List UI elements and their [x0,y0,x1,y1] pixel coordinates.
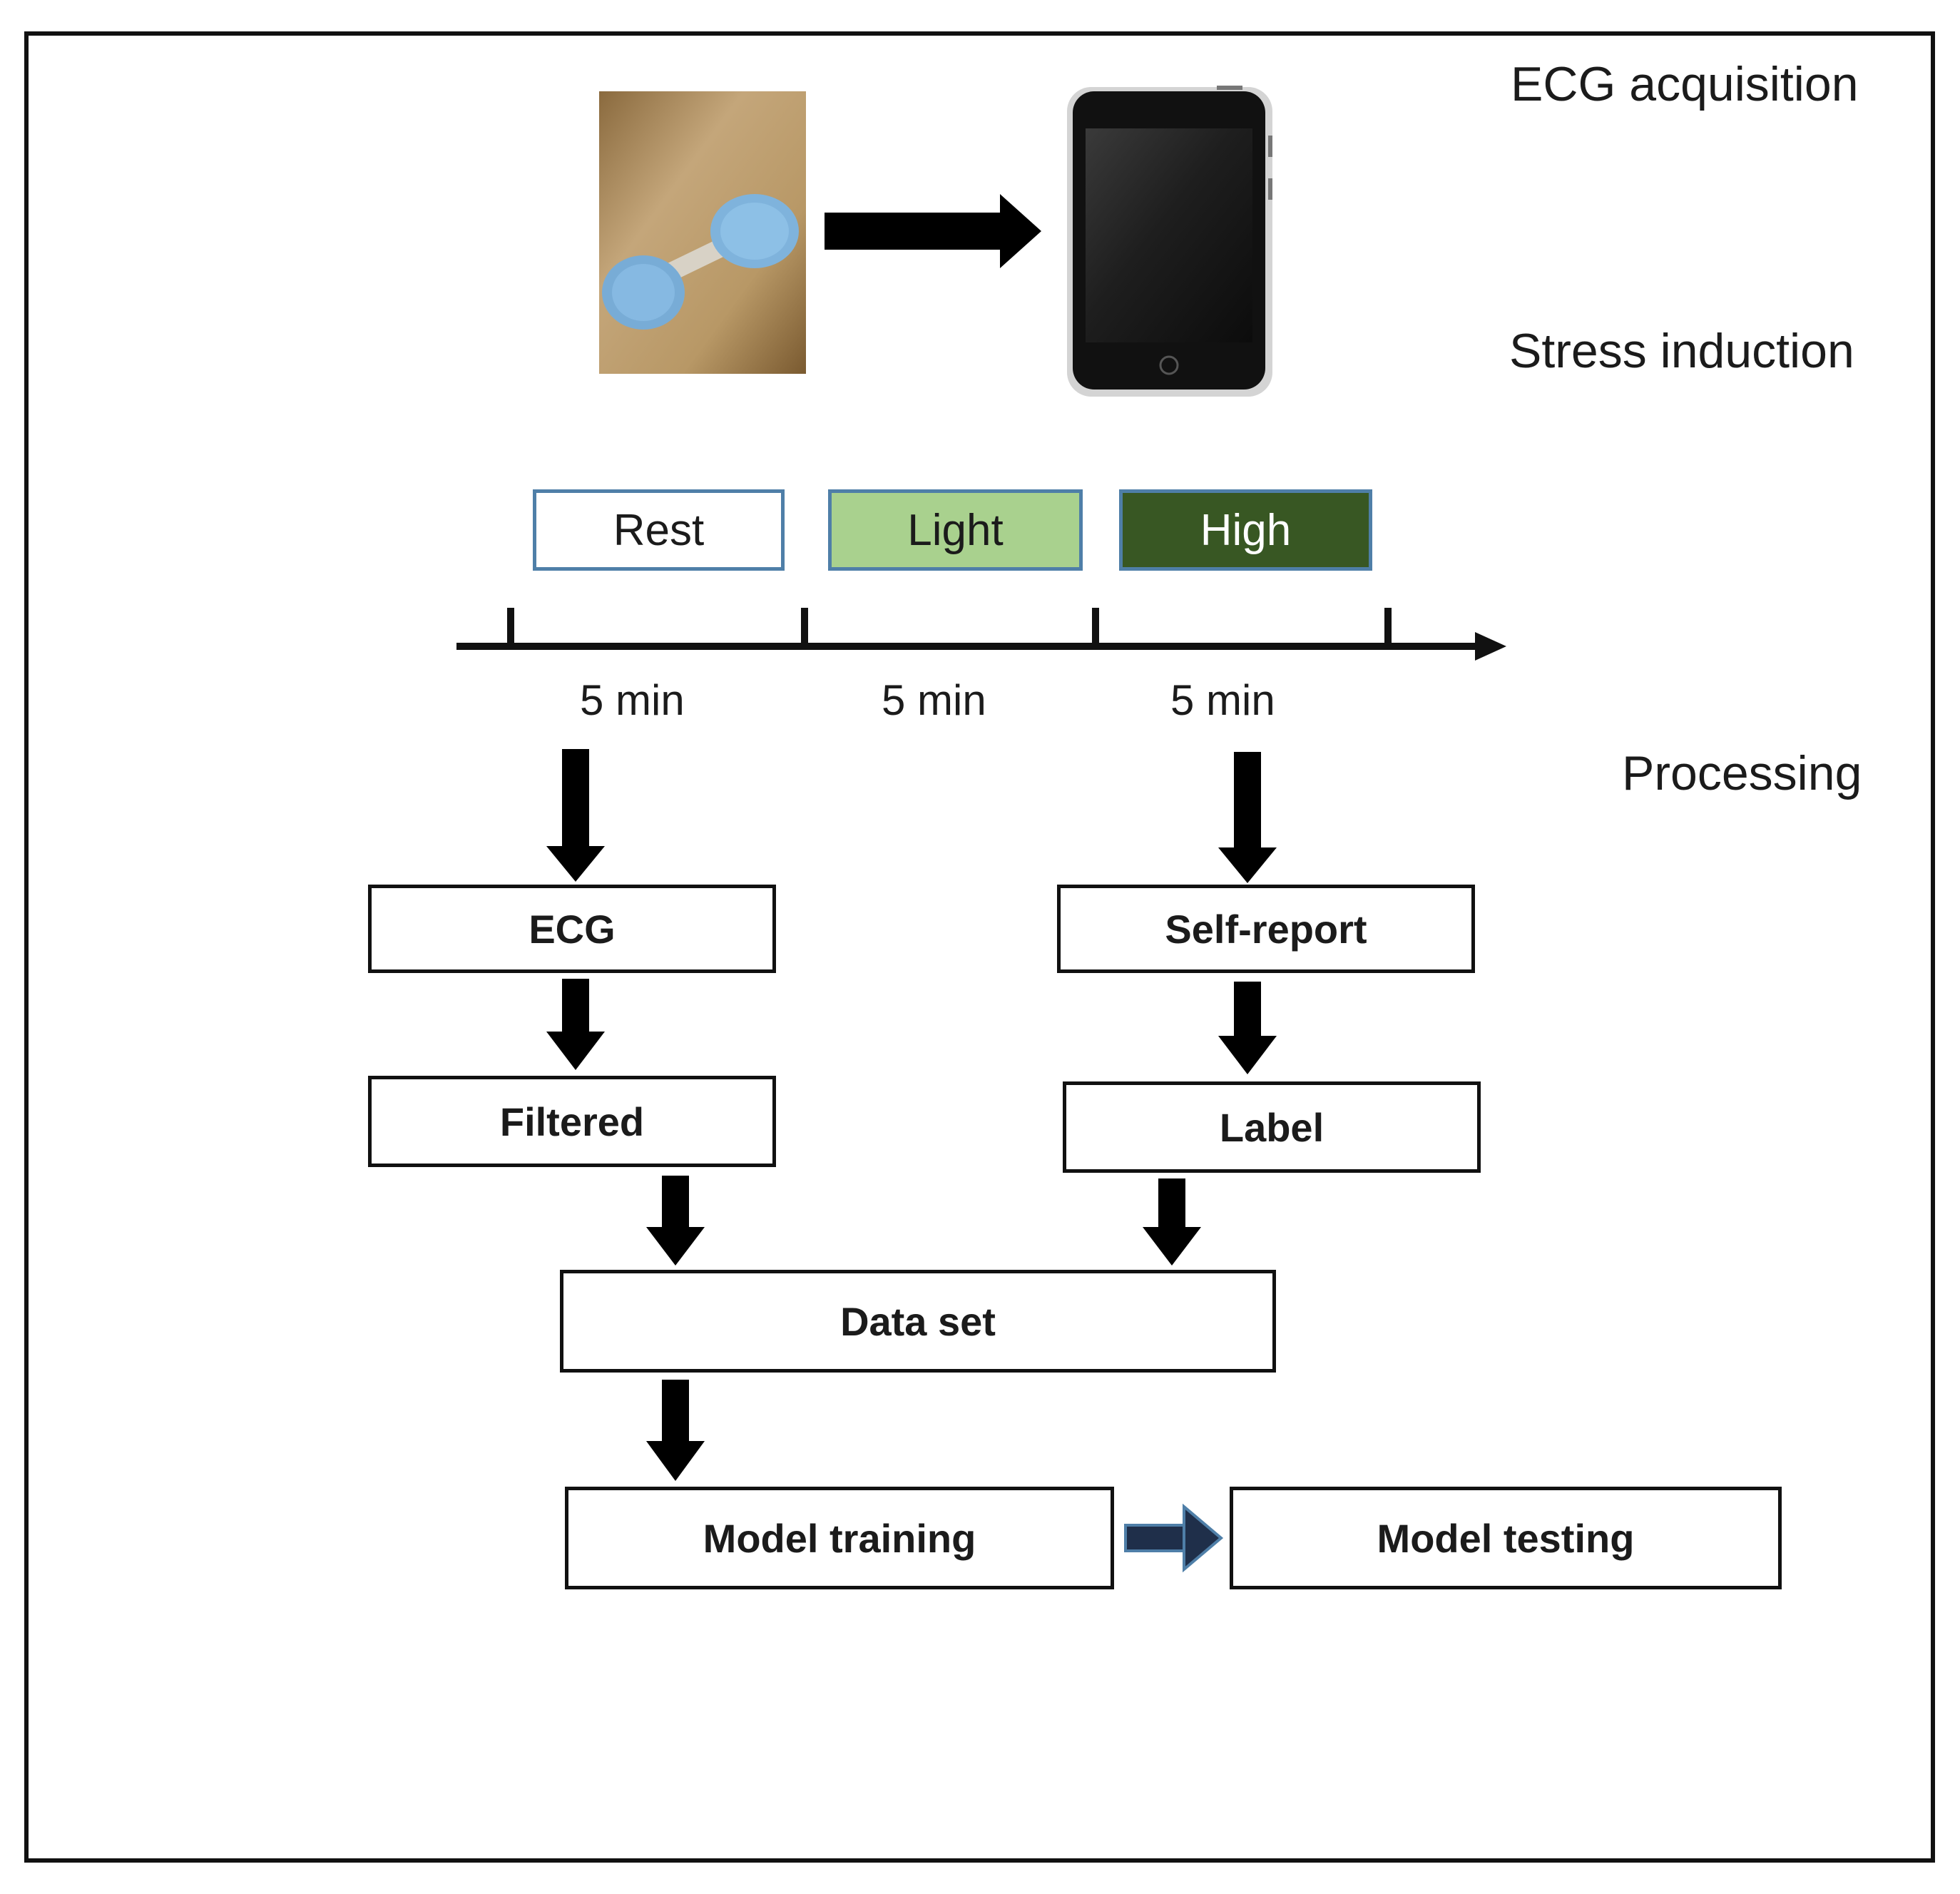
timeline-axis [456,608,1506,661]
arrow-data-set-to-training [646,1380,705,1481]
arrow-training-to-testing [1124,1503,1224,1573]
arrow-rest-to-ecg [546,749,605,882]
duration-rest: 5 min [580,676,685,724]
acquisition-arrow [825,194,1041,268]
ecg-patch-sensor-icon [599,91,806,374]
stage-rest: Rest [533,489,785,571]
label-box: Label [1063,1081,1481,1173]
smartphone-icon [1067,86,1272,397]
stage-high: High [1119,489,1372,571]
figure-frame [24,31,1935,1863]
self-report-box: Self-report [1057,885,1475,973]
stage-light: Light [828,489,1083,571]
processing-label: Processing [1622,746,1862,800]
ecg-acquisition-label: ECG acquisition [1511,57,1859,111]
arrow-high-to-self-report [1218,752,1277,883]
model-training-box: Model training [565,1487,1114,1589]
arrow-filtered-to-data-set [646,1176,705,1266]
arrow-self-report-to-label [1218,982,1277,1074]
arrow-label-to-data-set [1143,1178,1201,1266]
ecg-box: ECG [368,885,776,973]
duration-light: 5 min [882,676,986,724]
model-testing-box: Model testing [1230,1487,1782,1589]
duration-high: 5 min [1170,676,1275,724]
stress-induction-label: Stress induction [1509,324,1854,378]
data-set-box: Data set [560,1270,1276,1373]
filtered-box: Filtered [368,1076,776,1167]
arrow-ecg-to-filtered [546,979,605,1070]
